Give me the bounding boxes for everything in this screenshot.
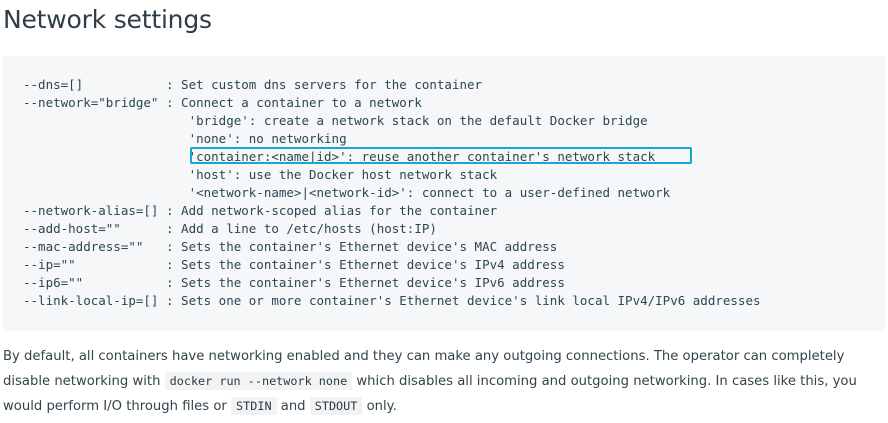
inline-code: docker run --network none <box>164 372 353 390</box>
code-line-highlighted: 'container:<name|id>': reuse another con… <box>23 149 656 164</box>
code-line: 'bridge': create a network stack on the … <box>23 113 648 128</box>
code-block: --dns=[] : Set custom dns servers for th… <box>3 56 885 331</box>
paragraph-text: By default, all containers have networki… <box>3 349 845 389</box>
code-line: --link-local-ip=[] : Sets one or more co… <box>23 293 761 308</box>
inline-code: STDOUT <box>309 397 363 415</box>
code-line: '<network-name>|<network-id>': connect t… <box>23 185 671 200</box>
code-line: --add-host="" : Add a line to /etc/hosts… <box>23 221 437 236</box>
code-lines: --dns=[] : Set custom dns servers for th… <box>23 76 761 310</box>
code-line: --network-alias=[] : Add network-scoped … <box>23 203 498 218</box>
code-line: --network="bridge" : Connect a container… <box>23 95 422 110</box>
code-line: 'host': use the Docker host network stac… <box>23 167 498 182</box>
code-line: --ip="" : Sets the container's Ethernet … <box>23 257 565 272</box>
code-line: --dns=[] : Set custom dns servers for th… <box>23 77 483 92</box>
inline-code: STDIN <box>231 397 277 415</box>
code-line: --ip6="" : Sets the container's Ethernet… <box>23 275 565 290</box>
paragraph-text: only. <box>362 399 397 414</box>
body-paragraph: By default, all containers have networki… <box>3 344 885 419</box>
page-title: Network settings <box>3 5 212 34</box>
highlight-box <box>190 147 692 164</box>
paragraph-text: which disables all incoming and outgoing… <box>3 374 857 414</box>
code-line: 'none': no networking <box>23 131 347 146</box>
paragraph-text: and <box>276 399 310 414</box>
code-line: --mac-address="" : Sets the container's … <box>23 239 558 254</box>
